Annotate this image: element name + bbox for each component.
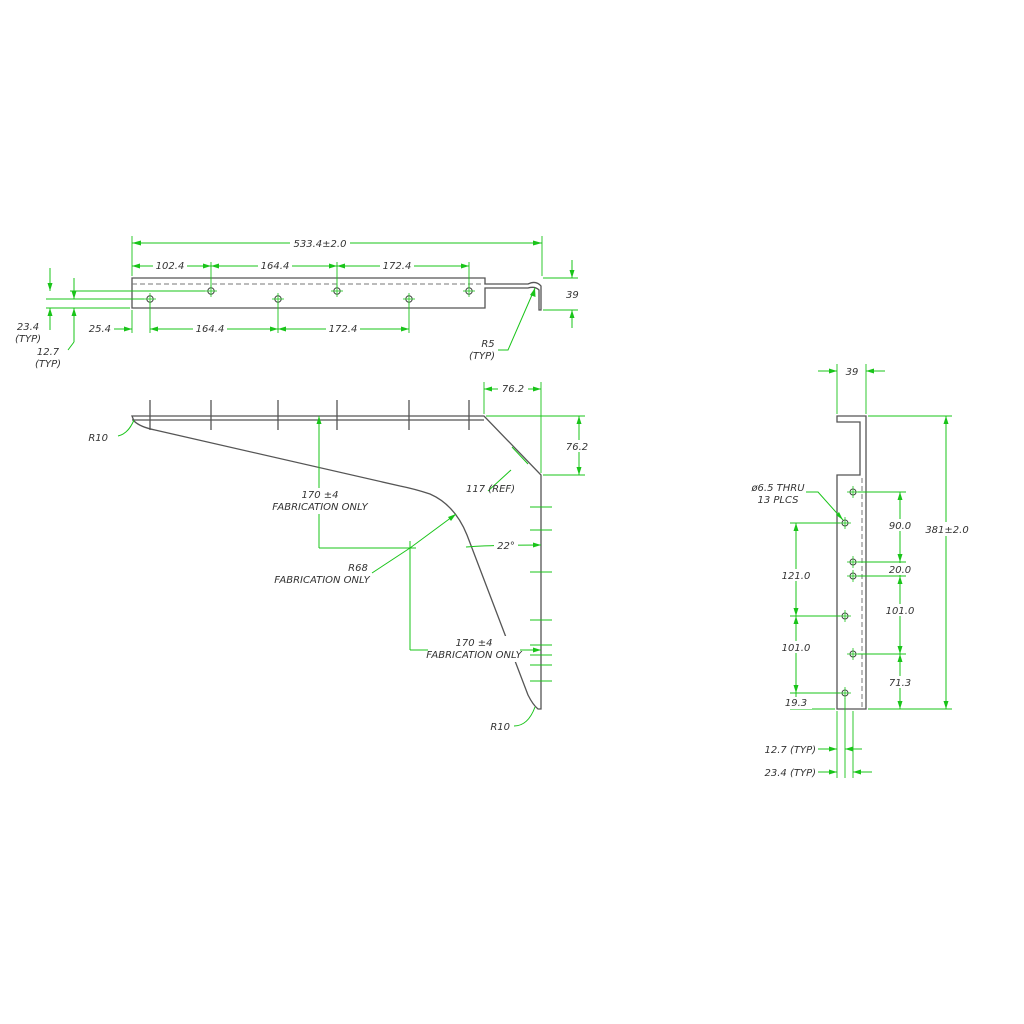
- hole: [847, 570, 859, 582]
- radius-fab-callout: R68 FABRICATION ONLY: [274, 513, 457, 586]
- top-view-outline: [131, 277, 542, 311]
- dim-overall-height: 381±2.0: [868, 415, 970, 710]
- side-view-holes: [839, 486, 859, 699]
- right-spacing-1: 90.0: [889, 521, 911, 532]
- overall-height-label: 381±2.0: [925, 525, 968, 536]
- chamfer-label: 117 (REF): [466, 484, 515, 495]
- vertical-fab-value: 170 ±4: [455, 638, 492, 649]
- hole-row-upper-note: (TYP): [15, 334, 41, 345]
- side-flange-width-label: 39: [846, 367, 859, 378]
- top-view: 533.4±2.0 102.4 164.4 172.4: [15, 236, 579, 370]
- dim-bottom-spacing: 164.4 172.4: [149, 303, 410, 335]
- angle-label: 22°: [497, 541, 515, 552]
- tip-radius-callout: R10: [88, 419, 135, 444]
- dim-vertical-fab: 170 ±4 FABRICATION ONLY: [409, 541, 541, 662]
- horizontal-fab-value: 170 ±4: [301, 490, 338, 501]
- vertical-fab-note: FABRICATION ONLY: [426, 650, 522, 661]
- bottom-spacing-2: 172.4: [329, 324, 358, 335]
- left-spacing-2: 101.0: [782, 643, 811, 654]
- dim-left-spacing: 121.0 101.0 19.3: [780, 522, 840, 710]
- front-view-top-ticks: [149, 400, 470, 430]
- right-spacing-4: 71.3: [889, 678, 911, 689]
- horizontal-fab-note: FABRICATION ONLY: [272, 502, 368, 513]
- hole: [847, 556, 859, 568]
- hole: [847, 486, 859, 498]
- hole: [463, 285, 475, 297]
- toe-height-label: 76.2: [566, 442, 588, 453]
- dim-flange-height: 39: [543, 260, 579, 328]
- notes-section: NOTES:: [10, 824, 48, 835]
- top-spacing-3: 172.4: [383, 261, 412, 272]
- dim-toe-height: 76.2: [486, 415, 593, 476]
- dim-right-spacing: 90.0 20.0 101.0 71.3: [858, 491, 916, 710]
- tip-radius-label: R10: [88, 433, 108, 444]
- top-spacing-1: 102.4: [156, 261, 185, 272]
- dim-toe-width: 76.2: [483, 382, 542, 473]
- flange-height-label: 39: [566, 290, 579, 301]
- side-view-outline: [836, 415, 867, 710]
- dim-left-offset: 25.4: [89, 310, 133, 335]
- dim-hole-columns: 12.7 (TYP) 23.4 (TYP): [765, 698, 872, 779]
- hole-row-upper-label: 23.4: [17, 322, 39, 333]
- dim-overall-length: 533.4±2.0: [131, 236, 543, 276]
- dim-side-flange-width: 39: [818, 364, 885, 414]
- left-spacing-1: 121.0: [782, 571, 811, 582]
- radius-fab-value: R68: [348, 563, 368, 574]
- angle-callout: 22°: [465, 539, 542, 552]
- overall-length-label: 533.4±2.0: [294, 239, 347, 250]
- front-view-outline: [131, 415, 542, 710]
- hole-count-label: 13 PLCS: [757, 495, 799, 506]
- dim-hole-rows: 23.4 (TYP) 12.7 (TYP): [15, 268, 205, 370]
- hole: [205, 285, 217, 297]
- bottom-radius-label: R10: [490, 722, 510, 733]
- notes-heading: NOTES:: [10, 824, 48, 835]
- front-view: R10 76.2 76.2 117 (REF): [88, 382, 593, 733]
- hole: [144, 293, 156, 305]
- front-view-side-ticks: [530, 506, 552, 682]
- hole-callout-label: ø6.5 THRU: [750, 483, 805, 494]
- bottom-spacing-1: 164.4: [196, 324, 225, 335]
- hole-row-lower-label: 12.7: [37, 347, 60, 358]
- hole: [839, 687, 851, 699]
- bottom-radius-callout: R10: [490, 706, 536, 733]
- hole: [839, 517, 851, 529]
- dim-horizontal-fab: 170 ±4 FABRICATION ONLY: [272, 416, 416, 555]
- bend-radius-callout: R5 (TYP): [469, 287, 536, 362]
- top-view-holes: [144, 285, 475, 305]
- hole-callout: ø6.5 THRU 13 PLCS: [750, 483, 844, 521]
- toe-width-label: 76.2: [502, 384, 524, 395]
- hole: [839, 610, 851, 622]
- hole-col-inner-label: 12.7 (TYP): [765, 745, 817, 756]
- hole-row-lower-note: (TYP): [35, 359, 61, 370]
- right-spacing-2: 20.0: [889, 565, 911, 576]
- right-spacing-3: 101.0: [886, 606, 915, 617]
- bend-radius-label: R5: [481, 339, 494, 350]
- hole: [331, 285, 343, 297]
- dim-top-spacing: 102.4 164.4 172.4: [132, 259, 470, 287]
- hole-col-outer-label: 23.4 (TYP): [765, 768, 817, 779]
- radius-fab-note: FABRICATION ONLY: [274, 575, 370, 586]
- bend-radius-note: (TYP): [469, 351, 495, 362]
- left-spacing-3: 19.3: [785, 698, 807, 709]
- chamfer-callout: 117 (REF): [466, 446, 529, 495]
- side-view: 39 381±2.0: [750, 364, 970, 779]
- top-spacing-2: 164.4: [261, 261, 290, 272]
- left-offset-label: 25.4: [89, 324, 111, 335]
- hole: [847, 648, 859, 660]
